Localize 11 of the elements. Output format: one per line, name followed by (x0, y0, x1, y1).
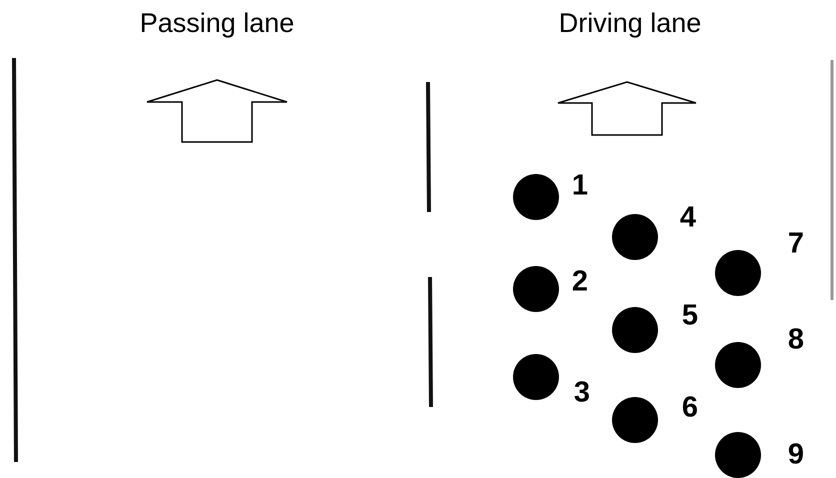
lane-heading: Passing lane (140, 8, 294, 39)
position-number: 7 (788, 228, 804, 260)
position-number: 5 (682, 300, 698, 332)
position-number: 9 (788, 438, 804, 472)
position-number: 8 (788, 324, 804, 356)
position-number: 3 (574, 376, 590, 410)
lane-heading: Driving lane (558, 8, 702, 39)
position-number: 6 (682, 392, 698, 424)
position-number: 2 (572, 266, 588, 298)
position-number: 1 (572, 170, 588, 202)
position-number: 4 (680, 202, 696, 234)
